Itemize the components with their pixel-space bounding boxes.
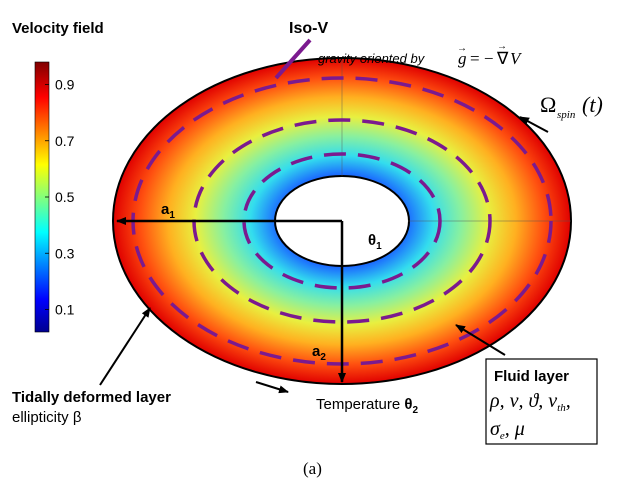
fluid-layer-box <box>485 358 598 445</box>
temperature-text: Temperature <box>316 396 404 413</box>
fluid-params-2-sub: e <box>500 430 505 442</box>
theta1-sub: 1 <box>376 241 382 252</box>
gravity-g: g <box>458 49 467 68</box>
spin-direction-arrow <box>519 116 549 133</box>
omega-argument: (t) <box>582 92 603 117</box>
fluid-layer-arrow <box>455 324 506 356</box>
omega-spin-label: Ω spin (t) <box>540 92 603 121</box>
a1-sub: 1 <box>169 210 175 221</box>
colorbar-tick-label: 0.5 <box>55 189 75 205</box>
theta2-sub: 2 <box>412 405 418 416</box>
fluid-layer-title: Fluid layer <box>494 368 569 385</box>
colorbar-ticks: 0.9 0.7 0.5 0.3 0.1 <box>45 77 75 318</box>
tidal-layer-arrow <box>99 307 151 386</box>
gravity-text: gravity oriented by <box>318 51 426 66</box>
fluid-layer-params-line1: ρ, ν, ϑ, νth, <box>489 390 571 414</box>
gravity-equation: g → = − ∇ → V <box>457 41 523 68</box>
fluid-params-1-sub: th <box>557 402 566 414</box>
gravity-g-vector-arrow: → <box>457 43 467 54</box>
a1-main: a <box>161 201 170 218</box>
fluid-params-2-tail: , μ <box>505 418 525 440</box>
colorbar-tick-label: 0.3 <box>55 245 75 261</box>
gravity-nabla-vector-arrow: → <box>497 41 507 52</box>
iso-v-label: Iso-V <box>289 20 328 37</box>
omega-symbol: Ω <box>540 92 556 117</box>
a2-sub: 2 <box>320 352 326 363</box>
temperature-label: Temperature θ2 <box>316 396 418 416</box>
theta1-main: θ <box>368 232 376 249</box>
figure-caption: (a) <box>303 459 322 478</box>
a2-label: a2 <box>312 343 326 363</box>
colorbar-tick-label: 0.9 <box>55 77 75 93</box>
fluid-params-1: ρ, ν, ϑ, ν <box>489 390 557 412</box>
fluid-params-2-sigma: σ <box>490 418 501 440</box>
iso-v-pointer <box>274 38 312 80</box>
bottom-direction-arrow <box>255 381 289 394</box>
iso-v-curve-inner <box>242 152 442 290</box>
gravity-nabla: ∇ <box>496 49 509 68</box>
omega-subscript: spin <box>557 109 576 121</box>
theta2-main: θ <box>404 396 412 413</box>
ellipticity-label: ellipticity β <box>12 409 82 426</box>
tidal-layer-title: Tidally deformed layer <box>12 389 171 406</box>
gravity-equals: = − <box>470 49 493 68</box>
colorbar-title: Velocity field <box>12 20 104 37</box>
theta1-label: θ1 <box>368 232 382 252</box>
a1-label: a1 <box>161 201 175 221</box>
fluid-layer-params-line2: σe, μ <box>490 418 525 442</box>
gravity-V: V <box>510 49 523 68</box>
colorbar-tick-label: 0.1 <box>55 302 75 318</box>
fluid-params-1-tail: , <box>566 390 571 412</box>
colorbar-tick-label: 0.7 <box>55 133 75 149</box>
a2-main: a <box>312 343 321 360</box>
